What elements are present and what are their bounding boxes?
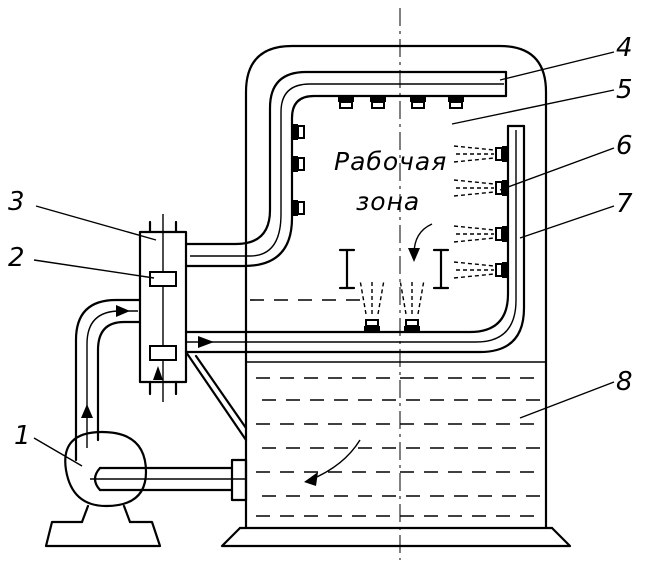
tank-flange [230, 458, 248, 502]
zone-label-line1: Рабочая [334, 147, 447, 176]
lower-pipe-arrowhead [198, 336, 214, 348]
zone-label-line2: зона [356, 187, 420, 216]
supply-up-arrowhead [81, 404, 93, 418]
label-5: 5 [616, 75, 633, 105]
supply-pipe-outer [74, 298, 142, 462]
upper-pipe-inner [184, 94, 508, 268]
workpiece-right [432, 248, 450, 290]
distributor [138, 214, 188, 402]
support-strut [184, 350, 248, 442]
supply-arrowhead [116, 305, 130, 317]
supply-pipe-inner [96, 320, 142, 442]
lower-pipe-inner [184, 124, 526, 354]
upper-pipe-outer [184, 70, 508, 246]
valve-upper [149, 271, 177, 287]
distributor-inlet-arrowhead [153, 366, 163, 380]
lower-pipe-outer [184, 124, 510, 334]
bottom-nozzles [364, 319, 420, 332]
label-1: 1 [14, 421, 31, 451]
top-nozzles [338, 96, 464, 109]
label-3: 3 [8, 187, 25, 217]
tank-water [246, 361, 546, 517]
zone-flow-arrowhead [408, 248, 420, 262]
chamber-housing [244, 44, 548, 530]
support-strut-2 [194, 354, 248, 430]
side-sprays [453, 145, 495, 279]
label-7: 7 [616, 189, 633, 219]
side-nozzles [495, 146, 508, 278]
label-2: 2 [8, 243, 25, 273]
tank-flow-arrowhead [304, 472, 318, 486]
leader-lines [33, 51, 615, 467]
pump [44, 430, 162, 548]
supply-pipe-centerline [86, 310, 138, 448]
upper-pipe-centerline [190, 83, 504, 257]
tank-base [220, 526, 572, 548]
valve-lower [149, 345, 177, 361]
label-6: 6 [616, 131, 633, 161]
left-nozzles [292, 124, 305, 216]
lower-pipe-centerline [186, 130, 517, 343]
workpiece-left [338, 248, 356, 290]
bottom-sprays [359, 279, 425, 315]
label-4: 4 [616, 33, 633, 63]
label-8: 8 [616, 367, 633, 397]
